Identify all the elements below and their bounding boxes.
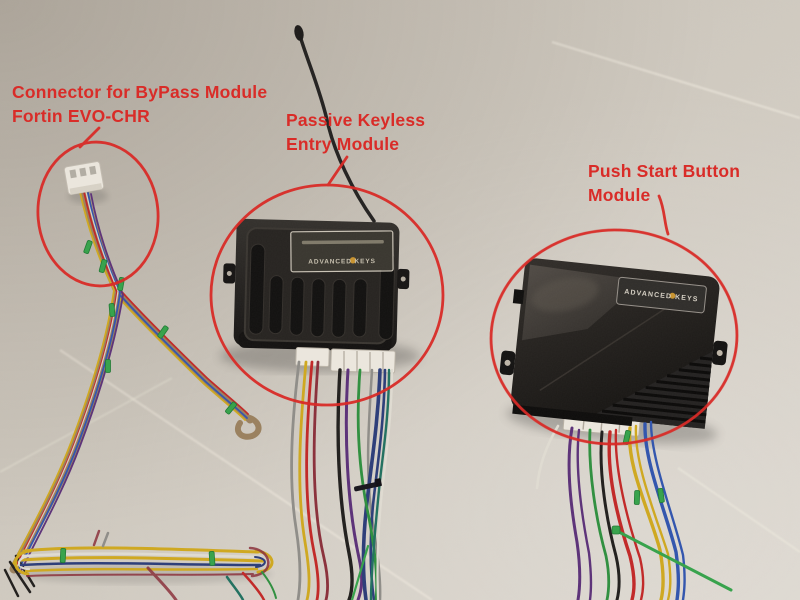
annotation-line: Passive Keyless	[286, 110, 425, 130]
annotation-pointer-bypass	[78, 126, 101, 149]
annotation-line: Module	[588, 185, 651, 205]
annotation-overlay	[36, 126, 739, 446]
annotation-line: Entry Module	[286, 134, 399, 154]
annotation-keyless: Passive Keyless Entry Module	[286, 110, 425, 154]
annotation-pointer-pushstart	[657, 194, 670, 236]
annotation-bypass: Connector for ByPass Module Fortin EVO-C…	[12, 82, 267, 126]
annotation-texts: Connector for ByPass Module Fortin EVO-C…	[12, 82, 740, 205]
annotation-line: Push Start Button	[588, 161, 740, 181]
annotation-pushstart: Push Start Button Module	[588, 161, 740, 205]
annotation-ellipse-pushstart	[489, 228, 739, 446]
annotation-pointer-keyless	[326, 155, 349, 187]
annotation-line: Connector for ByPass Module	[12, 82, 267, 102]
annotation-ellipse-bypass	[36, 140, 160, 288]
annotation-line: Fortin EVO-CHR	[12, 106, 150, 126]
